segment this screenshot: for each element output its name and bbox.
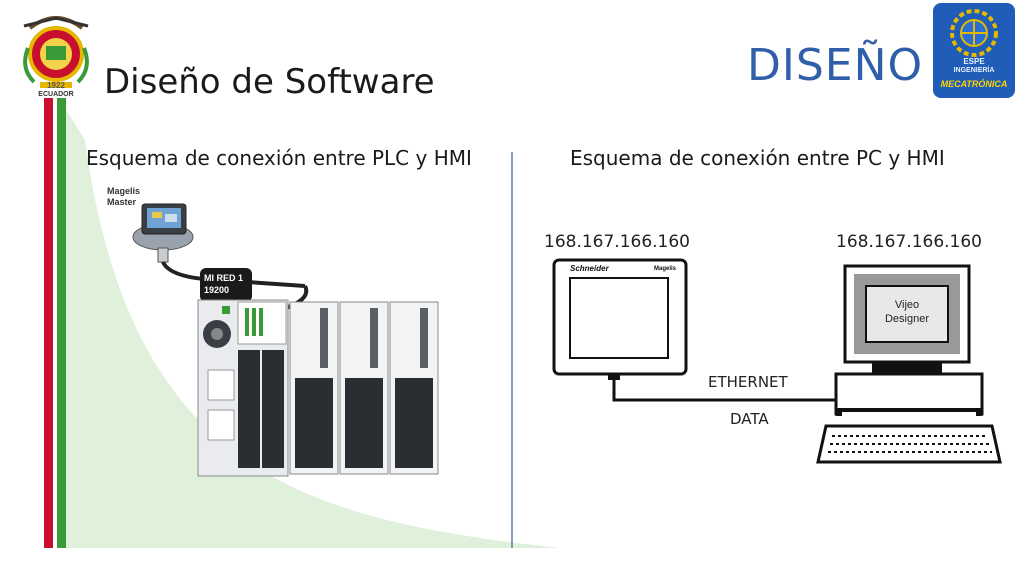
- network-tag-name: MI RED 1: [204, 273, 244, 283]
- hmi-label-magelis: Magelis: [107, 186, 141, 196]
- screen-text-designer: Designer: [884, 313, 930, 325]
- pc-base-unit-icon: [834, 372, 984, 416]
- ecuador-crest-icon: [16, 8, 96, 100]
- red-stripe: [44, 98, 53, 548]
- plc-expansion-module-2: [339, 301, 389, 475]
- hmi-brand-label: Schneider: [570, 264, 609, 273]
- white-stripe: [53, 98, 57, 548]
- plc-expansion-module-1: [289, 301, 339, 475]
- crest-country: ECUADOR: [38, 91, 74, 98]
- pc-ip-address: 168.167.166.160: [836, 232, 983, 252]
- magelis-hmi-icon: [132, 203, 194, 263]
- crest-year: 1922: [47, 81, 65, 90]
- hmi-panel-icon: [552, 258, 688, 380]
- pc-hmi-diagram: [552, 258, 1002, 464]
- logo-text-mecatronica: MECATRÓNICA: [940, 79, 1008, 89]
- cable-label-ethernet: ETHERNET: [708, 373, 788, 391]
- green-stripe: [57, 98, 66, 548]
- cable-label-data: DATA: [730, 410, 769, 428]
- ethernet-cable: [612, 380, 840, 402]
- slide-title: Diseño de Software: [104, 62, 435, 102]
- espe-mecatronica-logo-icon: [933, 3, 1015, 98]
- green-fade-shape: [60, 100, 560, 548]
- hmi-label-master: Master: [107, 197, 137, 207]
- right-panel-title: Esquema de conexión entre PC y HMI: [570, 146, 945, 170]
- network-tag-shape: [200, 268, 252, 302]
- network-tag-baud: 19200: [204, 285, 230, 295]
- plc-expansion-module-3: [389, 301, 439, 475]
- plc-hmi-diagram: [132, 203, 439, 477]
- hmi-ip-address: 168.167.166.160: [544, 232, 691, 252]
- screen-text-vijeo: Vijeo: [894, 299, 920, 311]
- hmi-model-label: Magelis: [654, 266, 677, 272]
- logo-text-ingenieria: INGENIERÍA: [953, 67, 995, 74]
- section-heading: DISEÑO: [747, 40, 924, 91]
- pc-monitor-icon: [843, 264, 971, 376]
- left-panel-title: Esquema de conexión entre PLC y HMI: [86, 146, 472, 170]
- logo-text-espe: ESPE: [963, 57, 985, 66]
- keyboard-icon: [816, 424, 1002, 464]
- plc-base-unit-icon: [197, 299, 289, 477]
